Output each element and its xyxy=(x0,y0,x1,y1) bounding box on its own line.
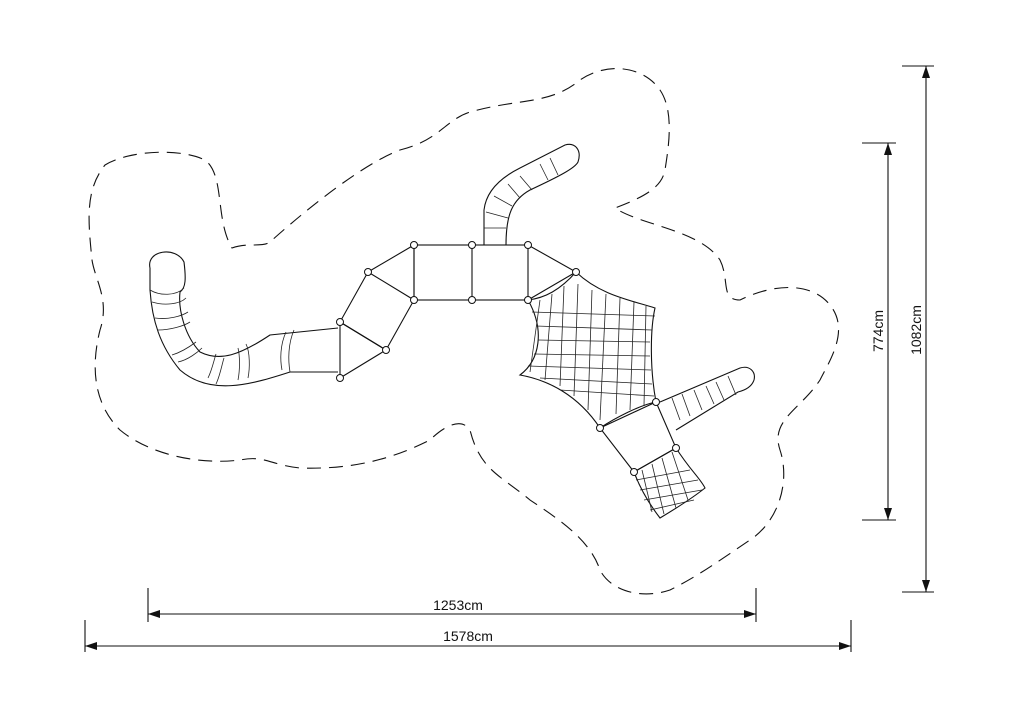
tube-slide-left xyxy=(149,251,339,387)
dimension-outer-height xyxy=(902,65,934,593)
safety-zone-outline xyxy=(88,67,840,595)
tube-slide-top xyxy=(483,143,580,246)
climbing-net-small xyxy=(633,447,706,519)
platform-triangle-left xyxy=(339,321,388,379)
dimension-label-outer-height: 1082cm xyxy=(908,305,924,355)
dimension-outer-width xyxy=(84,620,852,652)
dimension-label-inner-width: 1253cm xyxy=(433,597,483,613)
connector-nodes xyxy=(336,241,680,476)
dimension-inner-width xyxy=(147,588,757,622)
tube-slide-right xyxy=(659,366,755,431)
platform-square-lower-right xyxy=(599,401,677,473)
dimension-inner-height xyxy=(862,142,896,521)
dimension-label-outer-width: 1578cm xyxy=(443,628,493,644)
platform-bridge-diagonal xyxy=(339,244,415,351)
dimension-label-inner-height: 774cm xyxy=(870,310,886,352)
climbing-net-main xyxy=(518,271,657,429)
